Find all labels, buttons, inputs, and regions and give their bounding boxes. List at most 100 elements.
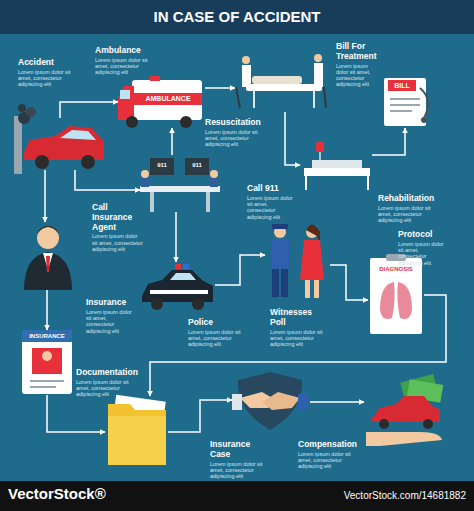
diagnosis-clipboard-icon	[370, 254, 422, 334]
crash-car-icon	[26, 107, 36, 117]
crash-car-icon	[35, 155, 49, 169]
call-center-icon	[141, 178, 149, 187]
handshake-icon	[232, 394, 242, 410]
agent-icon	[46, 256, 50, 272]
compensation-icon	[423, 419, 433, 429]
crash-car-icon	[14, 116, 22, 174]
step-description: Lorem ipsum dolor sit amet, consectetur …	[95, 57, 157, 76]
police-car-icon	[175, 264, 181, 269]
resuscitation-icon	[236, 54, 326, 108]
resuscitation-icon	[314, 54, 322, 62]
call-center-icon	[210, 170, 218, 178]
resuscitation-icon	[242, 56, 250, 64]
insurance-card-icon	[30, 386, 56, 388]
bill-icon	[420, 88, 428, 118]
step-title: Bill For Treatment	[336, 42, 398, 62]
step-title: Ambulance	[95, 46, 157, 56]
title: IN CASE OF ACCIDENT	[0, 0, 474, 34]
step-title: Resuscitation	[205, 118, 267, 128]
resuscitation-icon	[252, 76, 302, 84]
ambulance-icon	[150, 76, 160, 81]
step-node: DocumentationLorem ipsum dolor sit amet,…	[105, 396, 168, 466]
flow-arrow	[60, 102, 118, 118]
police-car-icon	[151, 298, 163, 310]
step-title: Insurance	[86, 298, 136, 308]
icon-label: 911	[150, 162, 174, 169]
flow-arrow	[75, 170, 140, 190]
handshake-icon	[298, 394, 308, 410]
step-description: Lorem ipsum dolor sit amet, consectetur …	[298, 451, 360, 470]
agent-icon	[37, 226, 59, 234]
flow-arrow	[168, 400, 232, 432]
flow-arrow	[215, 255, 265, 285]
step-description: Lorem ipsum dolor sit amet, consectetur …	[247, 195, 297, 220]
flow-arrow	[46, 290, 48, 330]
rehabilitation-icon	[305, 176, 307, 190]
bill-icon	[388, 80, 416, 91]
rehabilitation-icon	[304, 142, 370, 190]
call-center-icon	[141, 170, 149, 178]
bill-icon	[421, 117, 427, 123]
title-bar	[0, 0, 474, 34]
step-title: Rehabilitation	[378, 194, 444, 204]
ambulance-icon	[118, 76, 202, 128]
compensation-icon	[366, 432, 442, 446]
call-center-icon	[206, 192, 210, 212]
step-node: RehabilitationLorem ipsum dolor sit amet…	[300, 140, 372, 192]
insurance-card-icon	[22, 330, 72, 342]
step-title: Protocol	[398, 230, 446, 240]
step-description: Lorem ipsum dolor sit amet, consectetur …	[270, 329, 328, 348]
crash-car-icon	[18, 104, 26, 112]
insurance-card-icon	[32, 348, 62, 374]
call-center-icon	[150, 192, 154, 212]
police-car-icon	[150, 290, 208, 294]
resuscitation-icon	[253, 91, 255, 108]
diagnosis-clipboard-icon	[380, 282, 395, 319]
rehabilitation-icon	[304, 168, 370, 176]
witnesses-icon	[271, 239, 289, 269]
flow-arrow	[310, 401, 364, 403]
ambulance-icon	[132, 80, 202, 120]
flow-arrow	[171, 128, 173, 155]
step-description: Lorem ipsum dolor sit amet, consectetur …	[188, 329, 244, 348]
ambulance-icon	[120, 90, 130, 99]
police-car-icon	[183, 264, 189, 269]
rehabilitation-icon	[316, 142, 324, 152]
flow-arrow	[372, 128, 405, 155]
step-title: Compensation	[298, 440, 360, 450]
icon-label: INSURANCE	[22, 333, 72, 340]
crash-car-icon	[14, 104, 104, 174]
step-node: CompensationLorem ipsum dolor sit amet, …	[364, 374, 444, 448]
icon-label: DIAGNOSIS	[370, 266, 422, 273]
folder-icon	[108, 404, 166, 465]
step-description: Lorem ipsum dolor sit amet, consectetur …	[86, 309, 136, 334]
witnesses-icon	[272, 224, 288, 229]
rehabilitation-icon	[367, 176, 369, 190]
bill-icon	[390, 98, 420, 100]
police-car-icon	[170, 273, 196, 280]
flow-arrow	[175, 212, 177, 262]
icon-label: BILL	[388, 82, 416, 90]
handshake-icon	[232, 372, 308, 430]
crash-car-icon	[81, 155, 95, 169]
step-node: Call Insurance AgentLorem ipsum dolor si…	[22, 222, 75, 290]
call-center-icon	[140, 186, 220, 192]
police-car-icon	[142, 264, 213, 310]
ambulance-icon	[134, 93, 202, 105]
rehabilitation-icon	[312, 160, 362, 168]
step-title: Call 911	[247, 184, 297, 194]
resuscitation-icon	[242, 65, 251, 87]
call-center-icon	[210, 178, 218, 187]
step-node: PoliceLorem ipsum dolor sit amet, consec…	[140, 262, 215, 312]
step-node: Call 911Lorem ipsum dolor sit amet, cons…	[140, 155, 220, 212]
insurance-card-icon	[42, 351, 52, 361]
witnesses-icon	[281, 269, 288, 297]
flow-arrow	[44, 170, 46, 222]
agent-icon	[24, 252, 72, 290]
step-description: Lorem ipsum dolor sit amet, consectetur …	[210, 461, 272, 480]
step-description: Lorem ipsum dolor sit amet, consectetur …	[18, 69, 80, 88]
step-description: Lorem ipsum dolor sit amet, consectetur …	[205, 129, 267, 148]
resuscitation-icon	[246, 84, 322, 91]
step-title: Call Insurance Agent	[92, 203, 144, 232]
ambulance-icon	[126, 116, 138, 128]
